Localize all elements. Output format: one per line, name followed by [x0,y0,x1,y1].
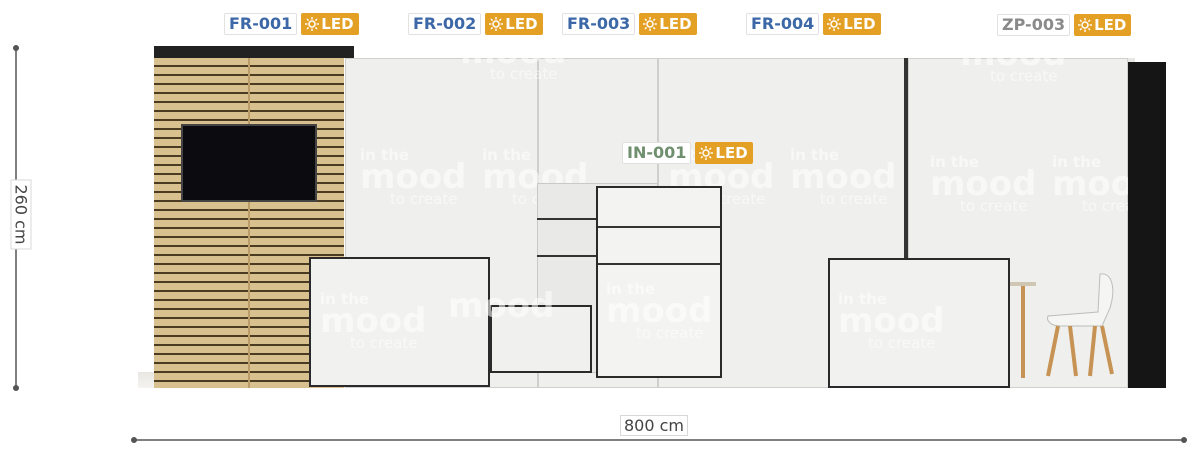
bar-table [1010,282,1036,378]
tv-screen [181,124,317,202]
slat-wall-divider [248,58,250,388]
label-fr003: FR-003 LED [562,13,697,35]
sun-icon [489,17,504,31]
sun-icon [699,146,714,160]
led-badge: LED [1074,14,1132,36]
counter-divider [598,226,720,228]
label-fr004: FR-004 LED [746,13,881,35]
label-code: FR-001 [224,13,298,35]
sun-icon [827,17,842,31]
low-cabinet [490,305,592,373]
label-fr001: FR-001 LED [224,13,359,35]
door-frame [904,58,908,258]
label-in001: IN-001 LED [622,142,753,164]
led-badge: LED [485,13,543,35]
sun-icon [1078,18,1093,32]
label-code: FR-003 [562,13,636,35]
width-dimension-line [131,437,1187,443]
width-label: 800 cm [620,415,689,436]
led-badge: LED [823,13,881,35]
counter-divider [598,263,720,265]
height-label: 260 cm [10,179,32,250]
chair [1046,273,1114,377]
reception-counter-left [309,257,490,387]
reception-counter-right [828,258,1010,388]
label-code: FR-002 [408,13,482,35]
label-zp003: ZP-003 LED [997,14,1132,36]
led-badge: LED [695,142,753,164]
sun-icon [643,17,658,31]
label-code: FR-004 [746,13,820,35]
info-counter-in001 [596,186,722,378]
label-code: ZP-003 [997,14,1071,36]
shelf-line [537,218,597,220]
end-wall [1128,62,1166,388]
shelf-line [537,255,597,257]
sun-icon [305,17,320,31]
led-badge: LED [301,13,359,35]
slat-wall-top [154,46,354,58]
label-fr002: FR-002 LED [408,13,543,35]
led-badge: LED [639,13,697,35]
label-code: IN-001 [622,142,692,164]
